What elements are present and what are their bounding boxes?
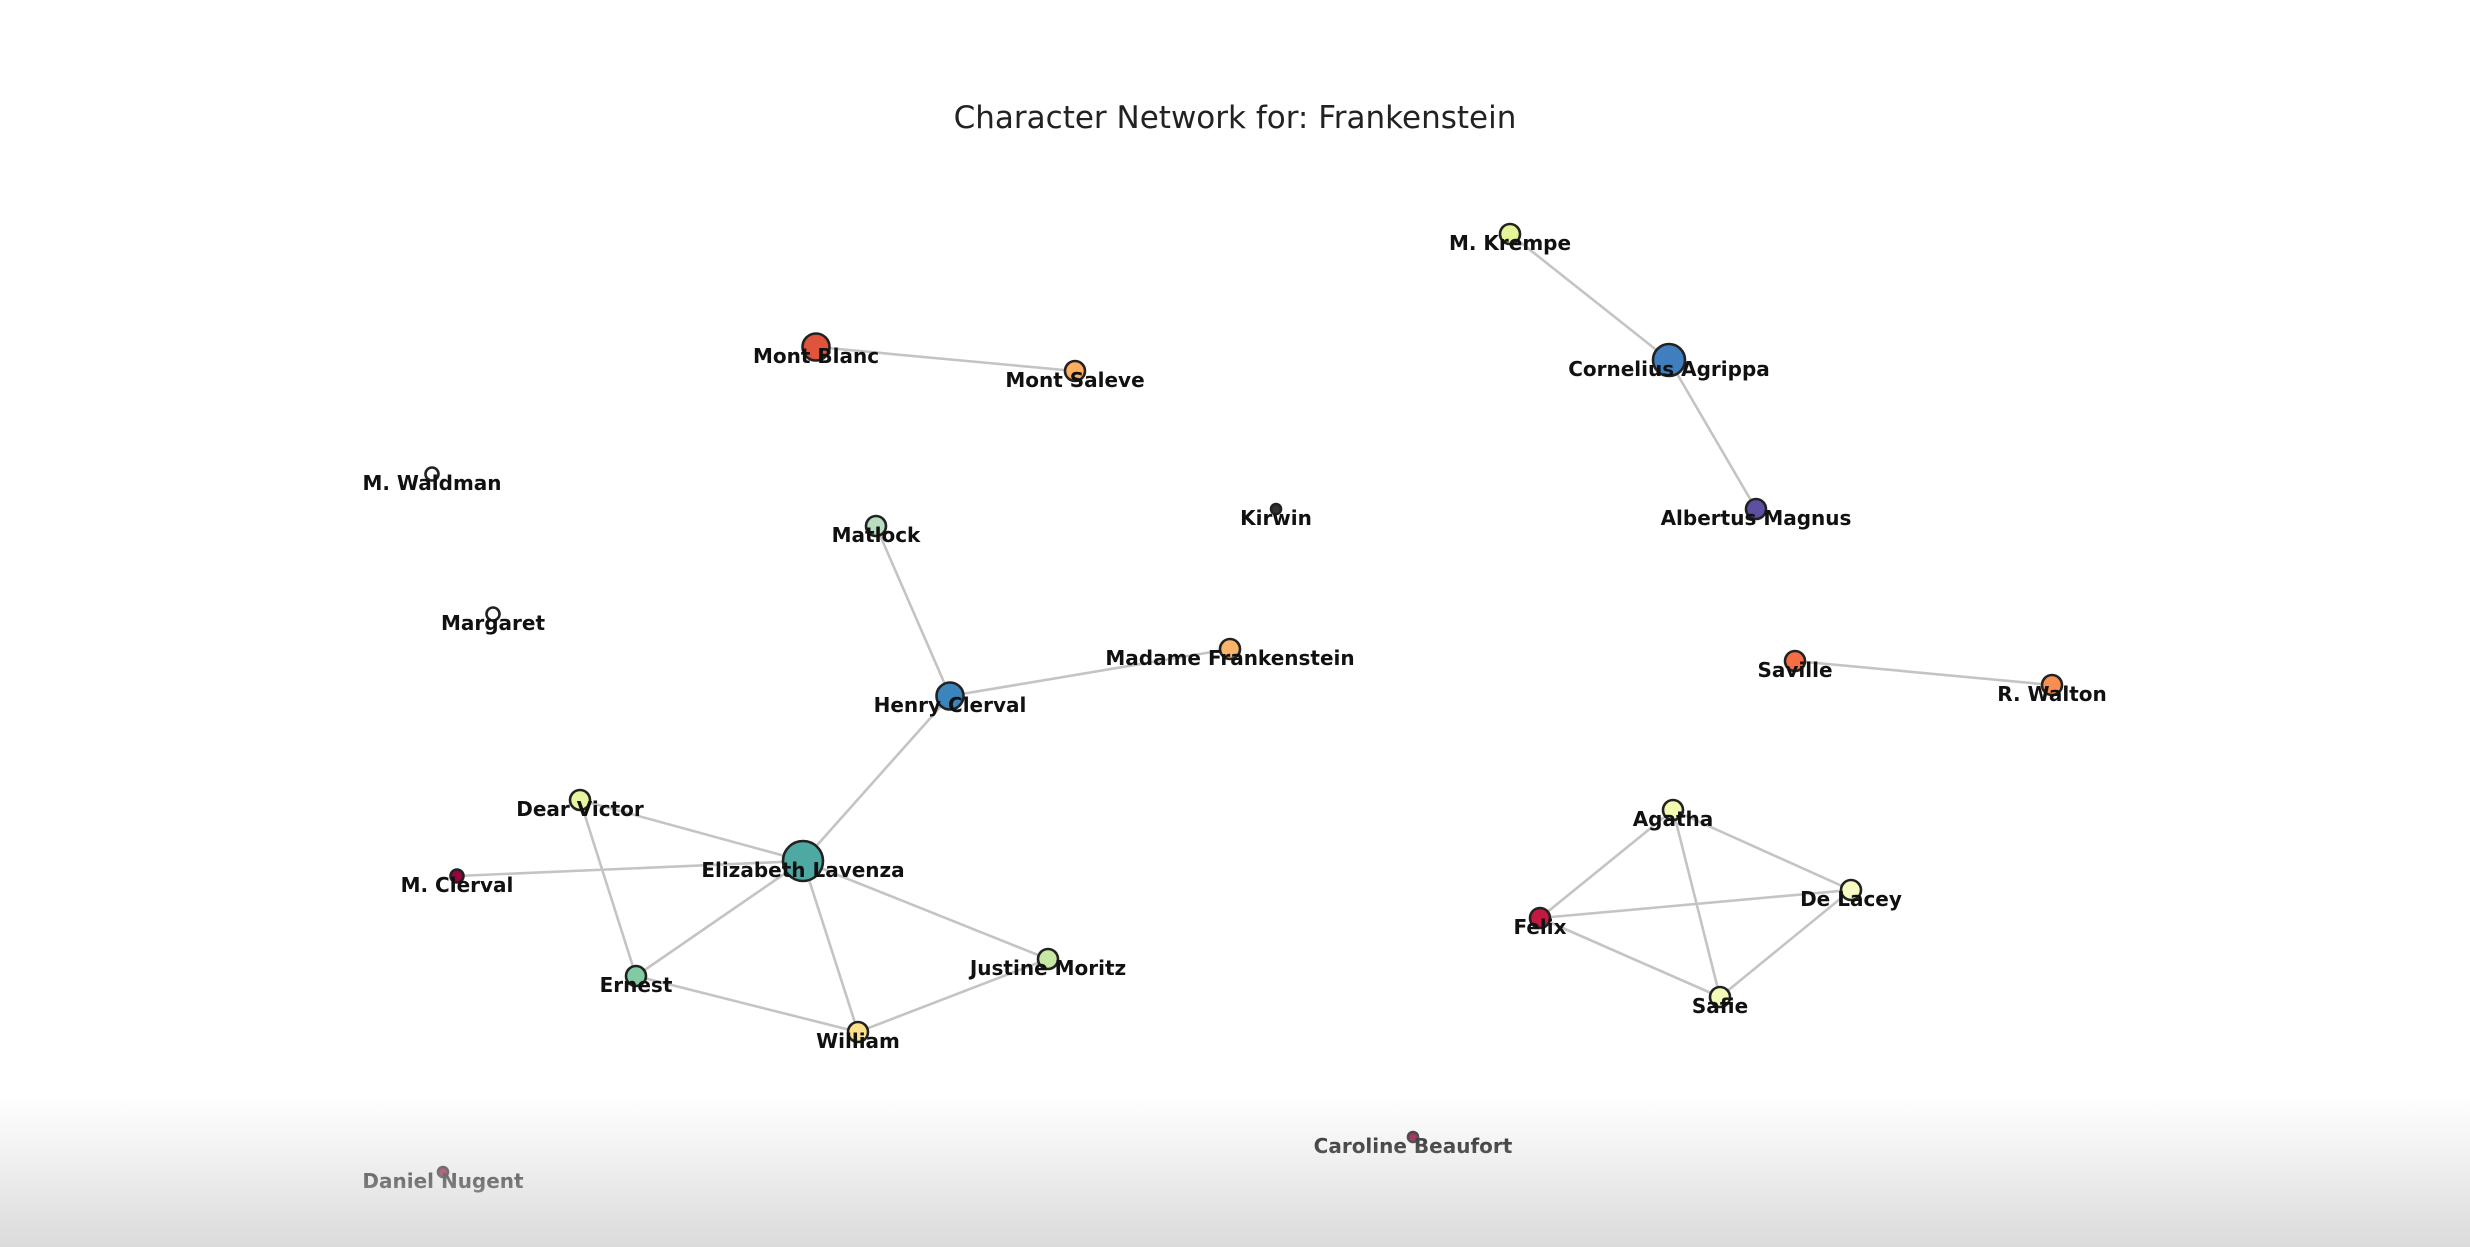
node-label-justine-moritz: Justine Moritz	[968, 956, 1126, 980]
node-label-m-clerval: M. Clerval	[401, 873, 514, 897]
node-mont-blanc	[801, 332, 831, 362]
node-label-saville: Saville	[1757, 658, 1832, 682]
node-matlock	[864, 514, 888, 538]
edge-madame_frankenstein-henry_clerval	[949, 647, 1231, 698]
node-label-agatha: Agatha	[1633, 807, 1714, 831]
node-label-m-krempe: M. Krempe	[1449, 231, 1571, 255]
node-label-albertus-magnus: Albertus Magnus	[1661, 506, 1852, 530]
edge-layer	[456, 232, 2053, 1034]
node-safie	[1708, 985, 1732, 1009]
node-label-felix: Felix	[1513, 915, 1566, 939]
edge-felix-safie	[1539, 916, 1721, 999]
node-cornelius-agrippa	[1651, 342, 1687, 378]
node-elizabeth-lavenza	[781, 839, 825, 883]
edge-elizabeth_lavenza-ernest	[635, 859, 804, 978]
node-label-dear-victor: Dear Victor	[516, 797, 644, 821]
node-label-caroline-beaufort: Caroline Beaufort	[1314, 1134, 1513, 1158]
edge-elizabeth_lavenza-william	[801, 860, 860, 1033]
edge-william-justine_moritz	[857, 957, 1049, 1034]
node-albertus-magnus	[1744, 497, 1768, 521]
node-m-waldman	[424, 466, 440, 482]
edge-felix-de_lacey	[1539, 888, 1852, 920]
edge-ernest-william	[635, 974, 859, 1034]
edge-matlock-henry_clerval	[874, 525, 952, 697]
node-label-kirwin: Kirwin	[1240, 506, 1312, 530]
edge-agatha-de_lacey	[1672, 808, 1852, 892]
edge-safie-de_lacey	[1719, 888, 1852, 999]
node-william	[846, 1020, 870, 1044]
edge-m_krempe-cornelius_agrippa	[1509, 232, 1670, 362]
node-henry-clerval	[935, 681, 965, 711]
node-m-clerval	[449, 868, 465, 884]
node-label-de-lacey: De Lacey	[1800, 887, 1902, 911]
edge-m_clerval-elizabeth_lavenza	[456, 859, 804, 878]
edge-cornelius_agrippa-albertus_magnus	[1667, 359, 1758, 510]
node-label-r-walton: R. Walton	[1997, 682, 2107, 706]
node-label-mont-blanc: Mont Blanc	[753, 344, 879, 368]
node-label-safie: Safie	[1692, 994, 1748, 1018]
node-label-madame-frankenstein: Madame Frankenstein	[1105, 646, 1354, 670]
node-label-henry-clerval: Henry Clerval	[874, 693, 1027, 717]
node-saville	[1783, 649, 1807, 673]
edge-saville-r_walton	[1794, 659, 2053, 687]
node-kirwin	[1269, 502, 1283, 516]
node-margaret	[485, 606, 501, 622]
node-justine-moritz	[1036, 947, 1060, 971]
node-felix	[1528, 906, 1552, 930]
node-label-william: William	[816, 1029, 900, 1053]
node-mont-saleve	[1063, 359, 1087, 383]
node-de-lacey	[1839, 878, 1863, 902]
node-label-margaret: Margaret	[441, 611, 546, 635]
node-label-ernest: Ernest	[600, 973, 673, 997]
node-label-m-waldman: M. Waldman	[362, 471, 501, 495]
node-dear-victor	[568, 788, 592, 812]
node-agatha	[1661, 798, 1685, 822]
edge-elizabeth_lavenza-justine_moritz	[802, 859, 1049, 961]
node-m-krempe	[1498, 222, 1522, 246]
edge-henry_clerval-elizabeth_lavenza	[802, 695, 951, 862]
edge-dear_victor-ernest	[578, 799, 638, 977]
edge-mont_blanc-mont_saleve	[815, 345, 1076, 373]
node-layer	[424, 222, 2064, 1179]
node-label-cornelius-agrippa: Cornelius Agrippa	[1568, 357, 1770, 381]
node-ernest	[624, 964, 648, 988]
edge-dear_victor-elizabeth_lavenza	[579, 798, 804, 863]
node-label-mont-saleve: Mont Saleve	[1005, 368, 1144, 392]
edge-agatha-felix	[1539, 808, 1674, 920]
chart-title: Character Network for: Frankenstein	[953, 100, 1517, 136]
node-label-elizabeth-lavenza: Elizabeth Lavenza	[701, 858, 904, 882]
node-label-matlock: Matlock	[832, 523, 921, 547]
node-madame-frankenstein	[1218, 637, 1242, 661]
node-label-daniel-nugent: Daniel Nugent	[362, 1169, 524, 1193]
node-r-walton	[2040, 673, 2064, 697]
